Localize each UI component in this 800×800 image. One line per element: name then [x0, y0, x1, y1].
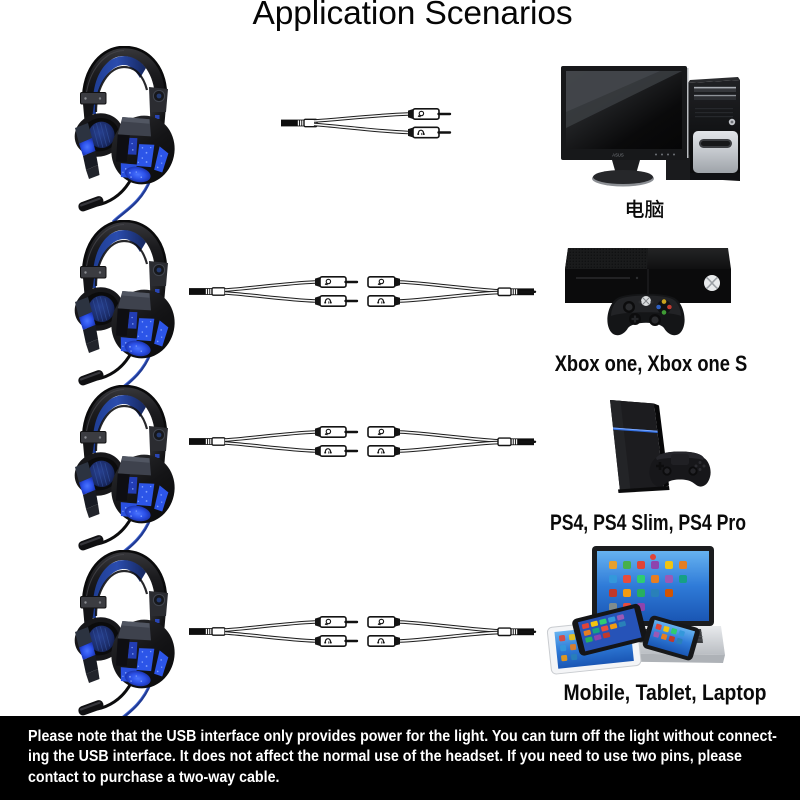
device-label-mobile: Mobile, Tablet, Laptop: [563, 679, 767, 705]
mic-plug: [406, 107, 452, 121]
headphone-plug: [406, 126, 452, 139]
pc-tower: [688, 77, 740, 181]
monitor-brand-text: ASUS: [612, 153, 624, 158]
xbox-controller: [607, 293, 685, 336]
headset-photo-1: [68, 46, 179, 222]
headset-photo-3: [68, 385, 179, 561]
smartphone-right: [642, 615, 700, 661]
device-label-computer-text: 电脑: [0, 0, 1, 1]
pc-monitor: ASUS: [561, 66, 689, 187]
cable-left-jack: [280, 118, 318, 128]
footer-line-3: contact to purchase a two-way cable.: [28, 768, 280, 786]
page-title: Application Scenarios: [252, 0, 573, 33]
smartphone-dark: [572, 603, 648, 656]
footer-line-2: ing the USB interface. It does not affec…: [28, 748, 742, 766]
cable-extension-row3: [187, 415, 537, 469]
device-label-ps4: PS4, PS4 Slim, PS4 Pro: [549, 509, 747, 535]
device-xbox-console: [565, 248, 731, 336]
ps4-controller: [649, 451, 711, 487]
device-ps4-console: [610, 400, 711, 493]
device-label-xbox: Xbox one, Xbox one S: [554, 351, 747, 377]
laptop-screen-icons: [609, 554, 687, 611]
cable-splitter-row1: [280, 107, 452, 139]
cable-extension-row4: [187, 605, 537, 659]
headset-photo-4: [68, 550, 179, 726]
cable-extension-row2: [187, 265, 537, 319]
headset-photo-2: [68, 220, 179, 396]
device-label-computer-cn: [626, 199, 664, 219]
device-mobile-tablet-laptop: [546, 546, 725, 675]
device-desktop-computer: ASUS: [561, 66, 740, 187]
footer-note-text: Please note that the USB interface only …: [28, 727, 777, 788]
footer-line-1: Please note that the USB interface only …: [28, 728, 777, 745]
footer-note: Please note that the USB interface only …: [0, 716, 800, 800]
